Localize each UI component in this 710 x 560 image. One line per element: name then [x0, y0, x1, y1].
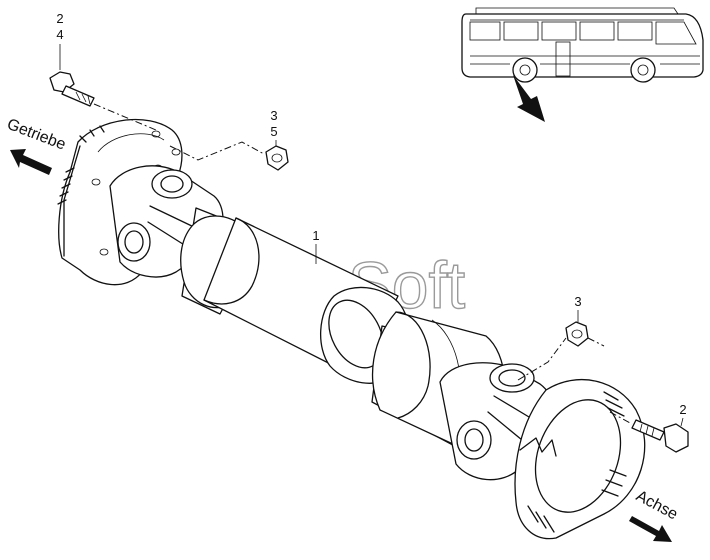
- callout-nut-right: 3: [574, 294, 582, 322]
- callout-bolt-left: 2 4: [56, 11, 64, 70]
- bolt-left-axis: [93, 103, 157, 131]
- bolt-right: [631, 419, 689, 453]
- bolt-left: [49, 71, 95, 107]
- gearbox-label: Getriebe: [5, 116, 68, 154]
- callout-shaft-1: 1: [312, 228, 319, 243]
- axle-direction: Achse: [629, 488, 680, 542]
- callout-bolt-left-1: 2: [56, 11, 63, 26]
- gearbox-direction: Getriebe: [5, 116, 68, 175]
- axle-arrow-icon: [629, 516, 672, 542]
- nut-left-axis: [169, 141, 265, 161]
- callout-nut-left: 3 5: [270, 108, 278, 146]
- nut-left: [265, 145, 289, 171]
- axle-label: Achse: [633, 488, 680, 524]
- callout-bolt-left-2: 4: [56, 27, 63, 42]
- universal-joint-left: [109, 165, 224, 278]
- callout-nut-right-1: 3: [574, 294, 581, 309]
- direction-arrow-icon: [513, 75, 545, 122]
- nut-right-axis: [517, 337, 605, 381]
- callout-bolt-right: 2: [679, 402, 687, 427]
- nut-right: [565, 321, 589, 347]
- callout-bolt-right-1: 2: [679, 402, 686, 417]
- flange-right: [514, 378, 646, 540]
- bus-wheel-rear-icon: [512, 57, 538, 83]
- callout-nut-left-1: 3: [270, 108, 277, 123]
- bus-locator-icon: [461, 7, 704, 83]
- callout-shaft: 1: [312, 228, 320, 264]
- gearbox-arrow-icon: [10, 149, 52, 175]
- callout-nut-left-2: 5: [270, 124, 277, 139]
- bus-wheel-front-icon: [630, 57, 656, 83]
- bolt-right-axis: [609, 411, 633, 425]
